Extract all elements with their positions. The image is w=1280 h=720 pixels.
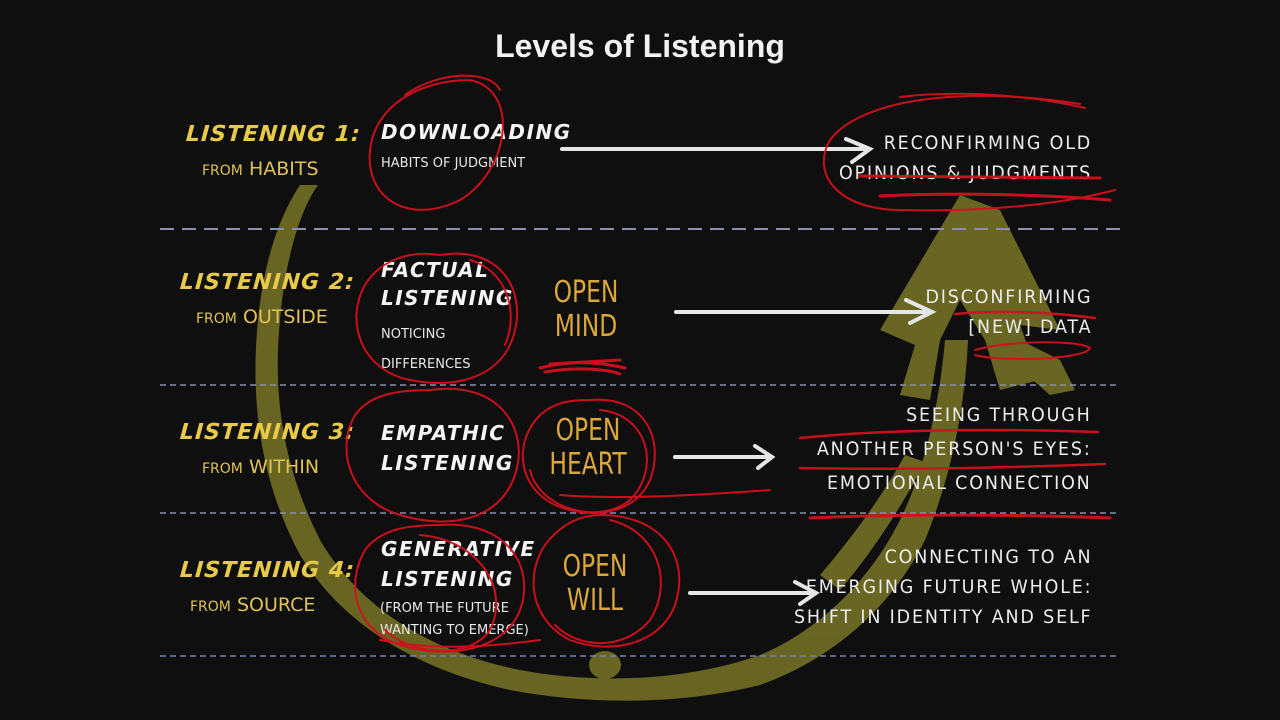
level-3-source: FROM WITHIN bbox=[202, 456, 320, 478]
open-will-label: OPEN WILL bbox=[562, 549, 628, 618]
level-3-mode: EMPATHIC LISTENING bbox=[381, 421, 514, 475]
level-3-outcome: SEEING THROUGH ANOTHER PERSON'S EYES: EM… bbox=[817, 404, 1092, 494]
level-2-mode-sub: NOTICING DIFFERENCES bbox=[381, 327, 471, 372]
arrow-right-icon bbox=[560, 137, 875, 164]
level-4-source: FROM SOURCE bbox=[190, 594, 316, 616]
level-1-source: FROM HABITS bbox=[202, 158, 319, 180]
open-heart-label: OPEN HEART bbox=[549, 413, 627, 482]
level-4-outcome: CONNECTING TO AN EMERGING FUTURE WHOLE: … bbox=[793, 546, 1092, 628]
level-2-mode: FACTUAL LISTENING bbox=[381, 258, 514, 310]
level-2-source: FROM OUTSIDE bbox=[196, 306, 328, 328]
level-1-mode-sub: HABITS OF JUDGMENT bbox=[381, 156, 526, 171]
page-title: Levels of Listening bbox=[495, 28, 785, 64]
arrow-right-icon bbox=[674, 298, 937, 325]
open-mind-label: OPEN MIND bbox=[553, 275, 619, 344]
arrow-right-icon bbox=[688, 580, 820, 606]
arrow-right-icon bbox=[673, 444, 776, 470]
level-2-outcome: DISCONFIRMING [NEW] DATA bbox=[925, 286, 1092, 338]
level-1-mode: DOWNLOADING bbox=[381, 120, 572, 144]
